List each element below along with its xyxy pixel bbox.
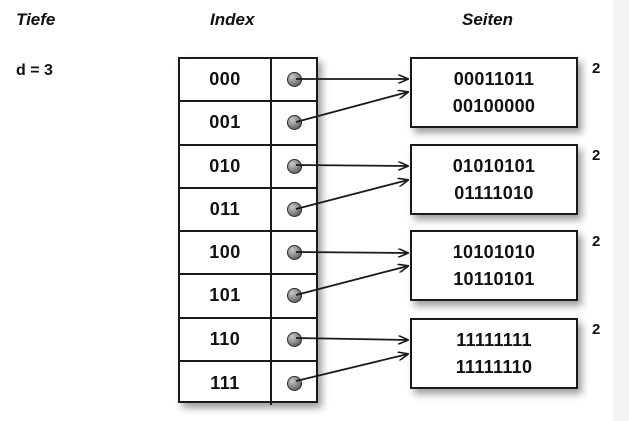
index-key: 101 [209, 285, 241, 306]
index-table: 000 001 010 011 100 [178, 57, 318, 405]
page-box[interactable]: 10101010 10110101 [410, 230, 578, 301]
index-row[interactable]: 001 [180, 102, 316, 146]
index-pointer-cell[interactable] [270, 59, 316, 101]
page-record: 10110101 [453, 268, 535, 289]
index-row[interactable]: 011 [180, 188, 316, 232]
right-edge-strip [613, 0, 629, 421]
pointer-dot-icon [286, 158, 302, 174]
index-key: 000 [209, 69, 241, 90]
column-heading-depth: Tiefe [16, 10, 56, 29]
page-record: 01010101 [452, 156, 536, 177]
index-row[interactable]: 111 [180, 361, 316, 405]
index-row[interactable]: 110 [180, 318, 316, 362]
pointer-dot-icon [286, 288, 302, 304]
page-record: 10101010 [452, 242, 536, 263]
index-key: 010 [209, 155, 241, 176]
index-row[interactable]: 101 [180, 275, 316, 319]
pointer-dot-icon [286, 375, 302, 391]
page-count-label: 2 [592, 233, 601, 250]
index-row[interactable]: 000 [180, 59, 316, 103]
page-record: 11111110 [455, 356, 533, 377]
page-box[interactable]: 01010101 01111010 [410, 144, 578, 215]
page-record: 11111111 [456, 330, 532, 351]
pointer-dot-icon [286, 72, 302, 88]
index-pointer-cell[interactable] [270, 275, 316, 317]
index-key: 011 [209, 198, 241, 219]
column-heading-pages: Seiten [462, 10, 514, 29]
page-count-label: 2 [592, 147, 601, 164]
pointer-dot-icon [286, 245, 302, 261]
page-record: 00011011 [453, 69, 535, 90]
index-key: 110 [209, 328, 241, 349]
index-pointer-cell[interactable] [270, 145, 316, 187]
pointer-dot-icon [286, 201, 302, 217]
index-key: 100 [209, 242, 241, 263]
page-box[interactable]: 00011011 00100000 [410, 57, 578, 128]
index-key: 111 [210, 372, 240, 393]
index-pointer-cell[interactable] [270, 232, 316, 274]
index-pointer-cell[interactable] [270, 361, 316, 405]
index-row[interactable]: 100 [180, 232, 316, 276]
depth-value-label: d = 3 [16, 62, 53, 79]
index-pointer-cell[interactable] [270, 102, 316, 144]
page-record: 00100000 [452, 95, 536, 116]
index-key: 001 [209, 112, 241, 133]
index-pointer-cell[interactable] [270, 188, 316, 230]
index-row[interactable]: 010 [180, 145, 316, 189]
pointer-dot-icon [286, 115, 302, 131]
page-record: 01111010 [454, 182, 534, 203]
page-count-label: 2 [592, 60, 601, 77]
index-pointer-cell[interactable] [270, 318, 316, 360]
column-heading-index: Index [210, 10, 255, 29]
page-box[interactable]: 11111111 11111110 [410, 318, 578, 389]
page-count-label: 2 [592, 321, 601, 338]
pointer-dot-icon [286, 331, 302, 347]
